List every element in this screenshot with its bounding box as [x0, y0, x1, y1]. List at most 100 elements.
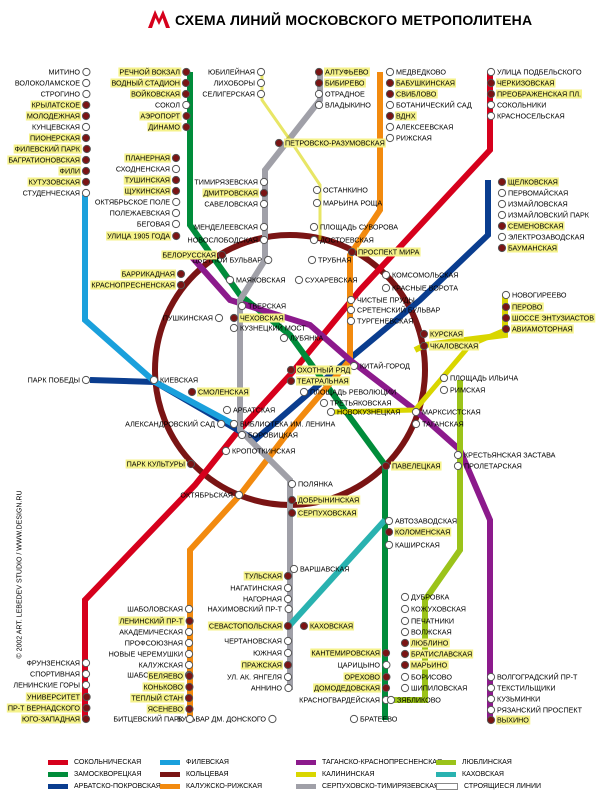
legend-label: КАЛУЖСКО-РИЖСКАЯ — [186, 783, 263, 790]
station-label: ФИЛИ — [59, 167, 80, 176]
station: ФРУНЗЕНСКАЯ — [26, 659, 91, 668]
station: КРАСНОГВАРДЕЙСКАЯ — [299, 696, 391, 705]
station-dot — [171, 175, 181, 185]
station-highlight — [239, 313, 285, 323]
station-label: ПЛОЩАДЬ ИЛЬИЧА — [450, 374, 518, 383]
station: ОХОТНЫЙ РЯД — [286, 365, 352, 375]
station-highlight — [511, 324, 574, 334]
station-dot — [384, 540, 394, 550]
station-dot — [184, 627, 194, 637]
station-label: ДИНАМО — [148, 123, 180, 132]
station-label: ИЗМАЙЛОВСКИЙ ПАРК — [508, 211, 590, 220]
station-dot — [497, 177, 507, 187]
legend-item: КАЛИНИНСКАЯ — [296, 771, 375, 778]
legend-label: КАЛИНИНСКАЯ — [322, 771, 375, 778]
station-dot — [385, 111, 395, 121]
station: ВОЛЖСКАЯ — [400, 628, 452, 637]
station-label: ЛУБЯНКА — [290, 334, 323, 343]
station-label: ОКТЯБРЬСКАЯ — [180, 491, 233, 500]
station-highlight — [296, 365, 352, 375]
legend-swatch — [296, 760, 316, 765]
station: ИЗМАЙЛОВСКАЯ — [497, 200, 568, 209]
station-highlight — [310, 648, 381, 658]
station: ДОМОДЕДОВСКАЯ — [313, 683, 391, 693]
legend-label: ФИЛЕВСКАЯ — [186, 759, 229, 766]
station-label: ПУШКИНСКАЯ — [163, 314, 213, 323]
station: АРБАТСКАЯ — [222, 406, 275, 415]
station-label: БОРИСОВО — [411, 673, 452, 682]
station: КУЗНЕЦКИЙ МОСТ — [229, 324, 306, 333]
station: СМОЛЕНСКАЯ — [187, 387, 250, 397]
station-highlight — [243, 571, 283, 581]
station-label: БАБУШКИНСКАЯ — [396, 79, 455, 88]
station-dot — [82, 692, 91, 702]
station-label: ТУЛЬСКАЯ — [245, 572, 282, 581]
station-highlight — [507, 243, 558, 253]
station: НОВЫЕ ЧЕРЕМУШКИ — [109, 650, 194, 659]
station: ВОЛГОГРАДСКИЙ ПР-Т — [486, 673, 578, 682]
station-label: ЧКАЛОВСКАЯ — [430, 342, 478, 351]
station-label: СХОДНЕНСКАЯ — [116, 165, 170, 174]
station-label: БАГРАТИОНОВСКАЯ — [8, 156, 80, 165]
station-dot — [400, 660, 410, 670]
station: БИБИРЕВО — [314, 78, 366, 88]
station-highlight — [125, 459, 186, 469]
station: МАРКСИСТСКАЯ — [411, 408, 481, 417]
station-highlight — [496, 89, 583, 99]
station-dot — [326, 407, 336, 417]
station-label: ДОБРЫНИНСКАЯ — [298, 496, 359, 505]
station-label: НОВОКУЗНЕЦКАЯ — [337, 408, 400, 417]
station-dot — [217, 419, 226, 429]
station-label: ФРУНЗЕНСКАЯ — [26, 659, 80, 668]
station-dot — [286, 376, 296, 386]
station-dot — [81, 155, 91, 165]
station: ЛИХОБОРЫ — [214, 79, 266, 88]
legend-swatch — [436, 783, 458, 790]
line-red — [82, 72, 493, 720]
station: БОРИСОВО — [400, 672, 452, 682]
station-label: ПАВЕЛЕЦКАЯ — [392, 462, 441, 471]
station-label: МИТИНО — [49, 68, 81, 77]
legend-label: КАХОВСКАЯ — [462, 771, 504, 778]
station-dot — [400, 672, 410, 682]
station-dot — [385, 67, 395, 77]
legend-label: ЗАМОСКВОРЕЦКАЯ — [74, 771, 142, 778]
station-highlight — [296, 376, 350, 386]
station-dot — [184, 693, 194, 703]
station-dot — [185, 671, 194, 681]
station-label: ВЫХИНО — [497, 716, 529, 725]
station-label: ПИОНЕРСКАЯ — [30, 134, 80, 143]
station-label: АВТОЗАВОДСКАЯ — [395, 517, 457, 526]
station-dot — [400, 638, 410, 648]
station: АВИАМОТОРНАЯ — [501, 324, 574, 334]
station-dot — [287, 479, 297, 489]
station-highlight — [309, 621, 355, 631]
station: РЕЧНОЙ ВОКЗАЛ — [118, 67, 191, 77]
station-label: ТРУБНАЯ — [318, 256, 351, 265]
station-label: ЮЖНАЯ — [253, 649, 282, 658]
station: ЛЕНИНСКИЙ ПР-Т — [118, 616, 194, 626]
station-dot — [453, 450, 463, 460]
station-dot — [81, 680, 91, 690]
station-label: МОЛОДЕЖНАЯ — [27, 112, 80, 121]
station: ТАГАНСКАЯ — [411, 420, 464, 429]
station-dot — [486, 694, 496, 704]
station-label: КУЗНЕЦКИЙ МОСТ — [240, 324, 306, 333]
station: МЕНДЕЛЕЕВСКАЯ — [194, 223, 269, 232]
station-label: ЮБИЛЕЙНАЯ — [208, 68, 255, 77]
legend-swatch — [296, 784, 316, 789]
station-label: МАРЬИНО — [411, 661, 448, 670]
station-label: НОВОСЛОБОДСКАЯ — [188, 236, 258, 245]
station-highlight — [429, 329, 464, 339]
station-dot — [237, 301, 247, 311]
station-highlight — [507, 221, 565, 231]
station-label: ЛЕНИНСКИЙ ПР-Т — [119, 617, 183, 626]
station-dot — [381, 683, 391, 693]
station-highlight — [58, 166, 81, 176]
station-highlight — [13, 144, 82, 154]
station-label: ПЛОЩАДЬ СУВОРОВА — [320, 223, 398, 232]
station-label: КАНТЕМИРОВСКАЯ — [311, 649, 380, 658]
station: СЕМЕНОВСКАЯ — [497, 221, 565, 231]
station-label: ЛЮБЛИНО — [411, 639, 449, 648]
station-label: КАШИРСКАЯ — [395, 541, 440, 550]
